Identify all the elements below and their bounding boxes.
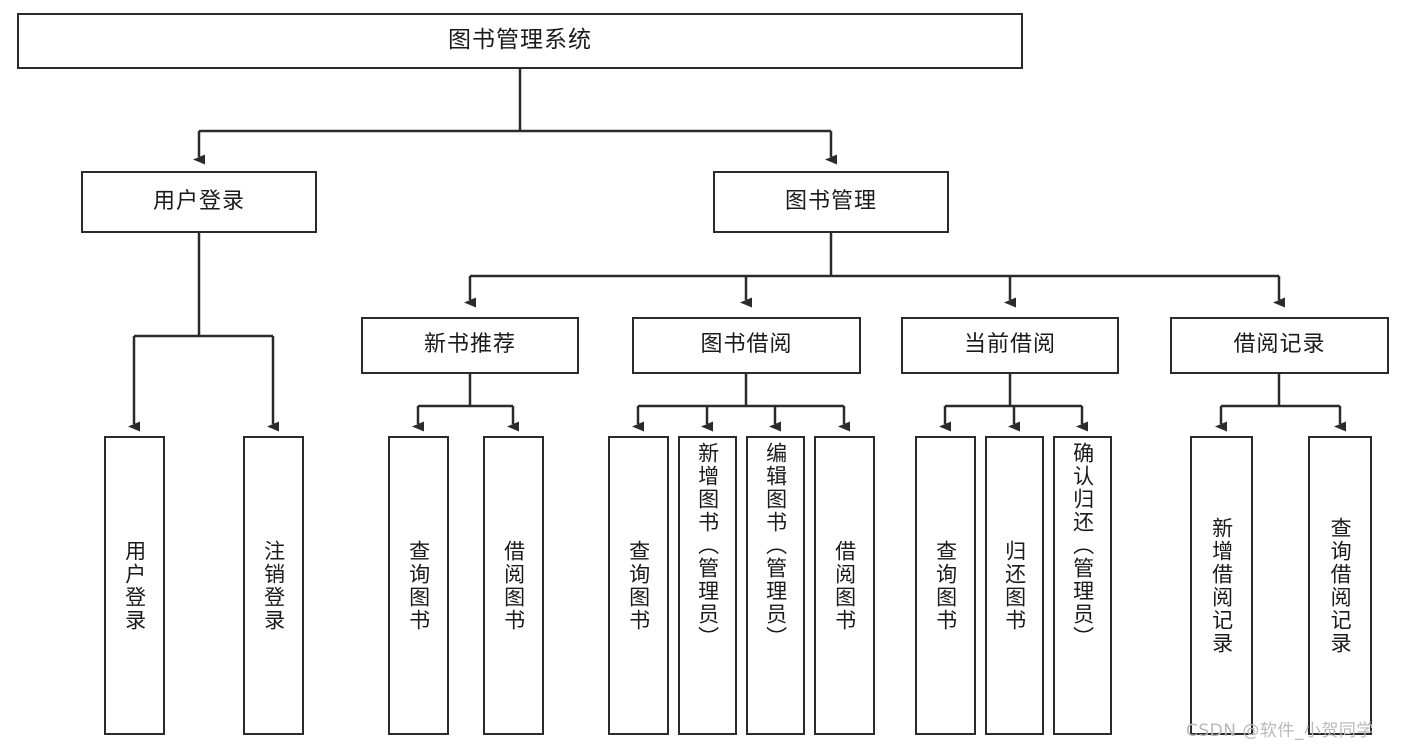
node-current-borrow-label: 当前借阅 bbox=[963, 332, 1056, 358]
leaf-book-borrow-query[interactable]: 查询图书 bbox=[608, 436, 669, 735]
leaf-current-borrow-return[interactable]: 归还图书 bbox=[985, 436, 1044, 735]
node-book-management-label: 图书管理 bbox=[784, 188, 877, 214]
node-borrow-record-label: 借阅记录 bbox=[1233, 332, 1326, 358]
node-root[interactable]: 图书管理系统 bbox=[17, 13, 1023, 69]
leaf-book-borrow-add[interactable]: 新增图书（管理员） bbox=[678, 436, 737, 735]
leaf-new-book-borrow[interactable]: 借阅图书 bbox=[483, 436, 544, 735]
leaf-user-login-logout[interactable]: 注销登录 bbox=[243, 436, 304, 735]
node-book-management[interactable]: 图书管理 bbox=[713, 171, 949, 233]
leaf-label: 新增借阅记录 bbox=[1209, 516, 1234, 655]
leaf-current-borrow-query[interactable]: 查询图书 bbox=[915, 436, 976, 735]
leaf-book-borrow-edit[interactable]: 编辑图书（管理员） bbox=[746, 436, 805, 735]
leaf-label: 查询图书 bbox=[626, 539, 651, 632]
node-new-book-recommend[interactable]: 新书推荐 bbox=[361, 317, 579, 374]
leaf-label: 借阅图书 bbox=[832, 539, 857, 632]
node-user-login[interactable]: 用户登录 bbox=[81, 171, 317, 233]
leaf-label: 查询图书 bbox=[406, 539, 431, 632]
leaf-current-borrow-confirm-return[interactable]: 确认归还（管理员） bbox=[1053, 436, 1112, 735]
leaf-borrow-record-query[interactable]: 查询借阅记录 bbox=[1308, 436, 1372, 735]
node-root-label: 图书管理系统 bbox=[448, 27, 592, 54]
leaf-label: 归还图书 bbox=[1002, 539, 1027, 632]
node-book-borrow[interactable]: 图书借阅 bbox=[632, 317, 861, 374]
node-book-borrow-label: 图书借阅 bbox=[700, 332, 793, 358]
leaf-label: 新增图书（管理员） bbox=[695, 442, 720, 649]
leaf-borrow-record-add[interactable]: 新增借阅记录 bbox=[1190, 436, 1253, 735]
leaf-label: 确认归还（管理员） bbox=[1070, 442, 1095, 649]
leaf-label: 编辑图书（管理员） bbox=[763, 442, 788, 649]
watermark: CSDN @软件_小贺同学 bbox=[1186, 721, 1374, 741]
node-user-login-label: 用户登录 bbox=[152, 188, 245, 214]
leaf-label: 查询图书 bbox=[933, 539, 958, 632]
leaf-label: 注销登录 bbox=[261, 539, 286, 632]
leaf-new-book-query[interactable]: 查询图书 bbox=[388, 436, 449, 735]
leaf-label: 用户登录 bbox=[122, 539, 147, 632]
leaf-user-login-login[interactable]: 用户登录 bbox=[104, 436, 165, 735]
leaf-label: 借阅图书 bbox=[501, 539, 526, 632]
node-current-borrow[interactable]: 当前借阅 bbox=[901, 317, 1119, 374]
node-new-book-recommend-label: 新书推荐 bbox=[423, 332, 516, 358]
leaf-label: 查询借阅记录 bbox=[1328, 516, 1353, 655]
node-borrow-record[interactable]: 借阅记录 bbox=[1170, 317, 1389, 374]
leaf-book-borrow-borrow[interactable]: 借阅图书 bbox=[814, 436, 875, 735]
